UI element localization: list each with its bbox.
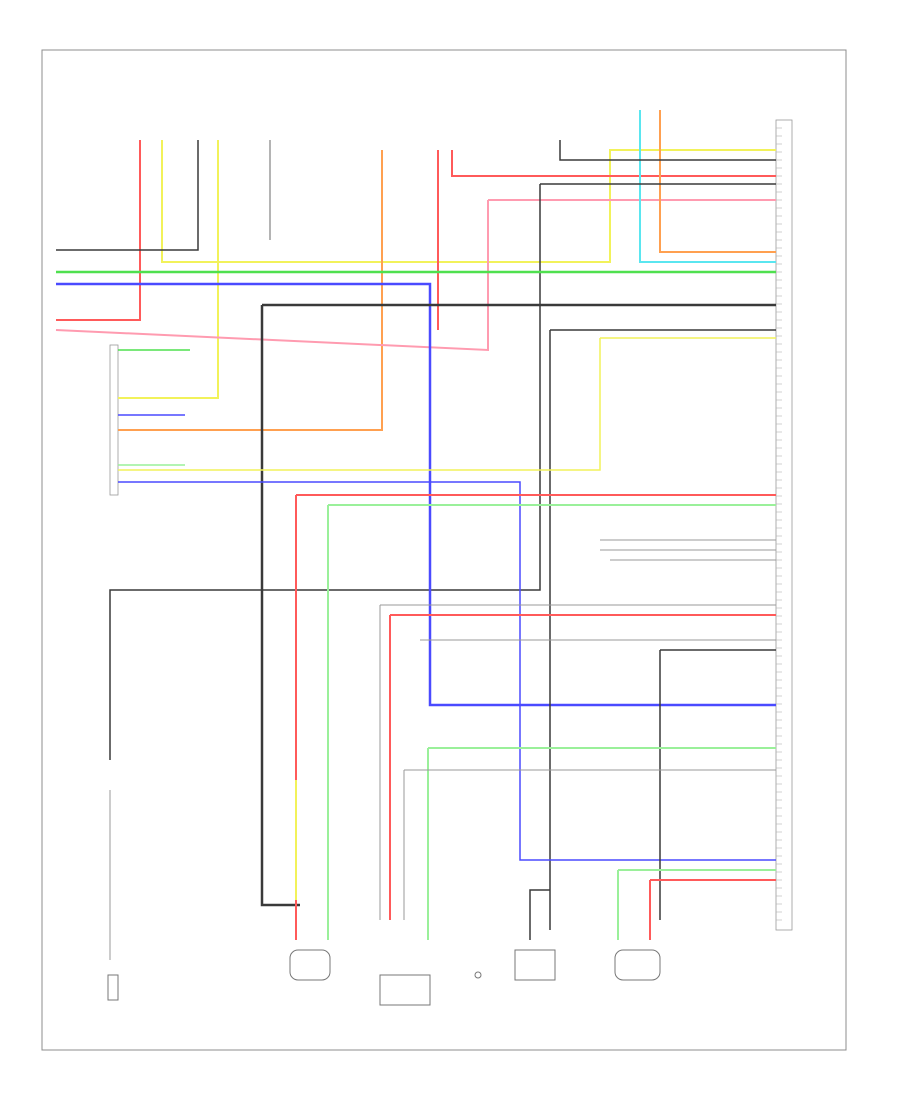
wire-red-3: [451, 150, 776, 177]
wire-black-bus-2: [260, 305, 300, 907]
wire-red: [56, 140, 141, 321]
wire-blue-2: [118, 481, 776, 861]
wire-yellow: [161, 140, 776, 263]
wires: [55, 110, 776, 960]
wire-black-9: [529, 889, 550, 940]
wire-yellow-2: [118, 140, 219, 399]
wire-black: [56, 140, 199, 251]
switch-left: [107, 974, 119, 1001]
wire-black-2: [559, 140, 776, 161]
control-module-connector: [775, 119, 793, 931]
diagram-frame: [41, 49, 847, 1051]
wire-black-4: [109, 184, 541, 760]
connector-right: [514, 949, 556, 981]
wire-orange: [118, 150, 383, 431]
wire-light-yellow-2: [118, 338, 601, 471]
connector-pins: [776, 127, 782, 921]
connector-center: [379, 974, 431, 1006]
sensor-right: [614, 949, 661, 981]
component-dot: [474, 971, 482, 979]
sensor-left: [289, 949, 331, 981]
wire-pink: [55, 200, 489, 352]
left-connector-block: [109, 344, 119, 496]
wire-orange-2: [659, 110, 776, 253]
bottom-components: [107, 949, 661, 1006]
